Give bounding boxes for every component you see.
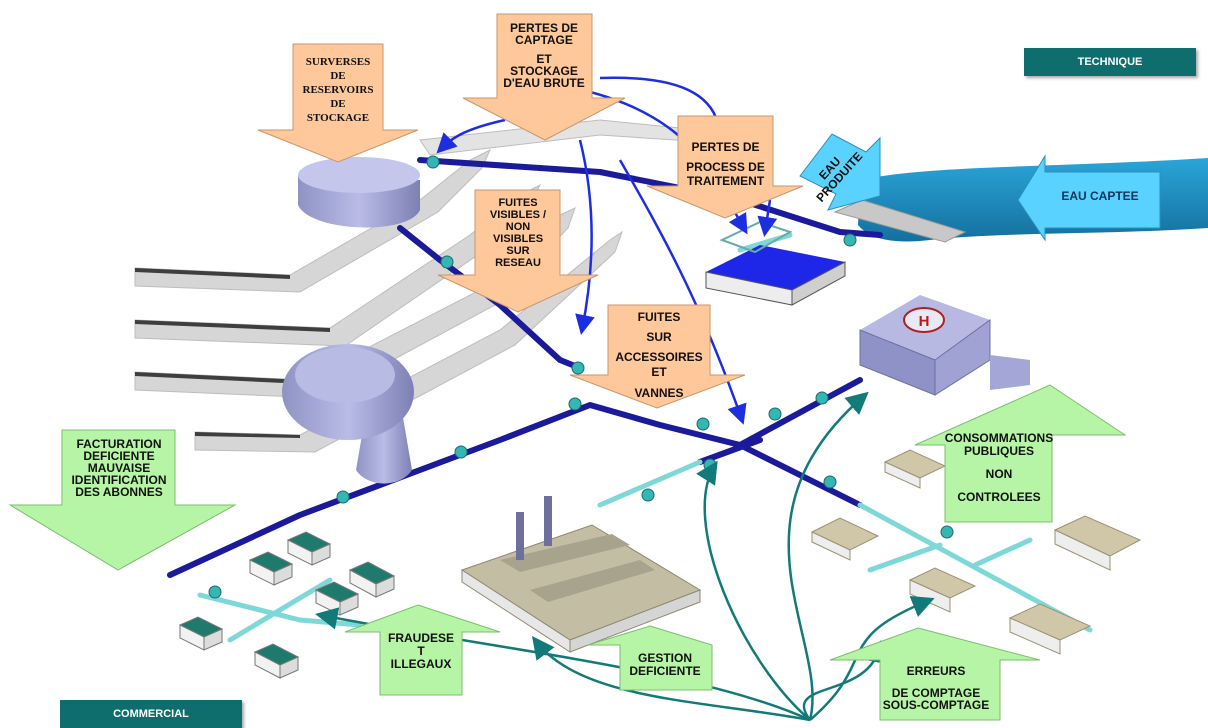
label-line: DEFICIENTE bbox=[629, 664, 701, 678]
label-fuites-reseau: FUITES VISIBLES / NON VISIBLES SUR RESEA… bbox=[470, 197, 566, 269]
label-line: SOUS-COMPTAGE bbox=[882, 698, 990, 712]
label-line: EAU CAPTEE bbox=[1061, 189, 1139, 203]
label-eau-captee: EAU CAPTEE bbox=[1045, 190, 1155, 203]
label-line: STOCKAGE bbox=[510, 64, 578, 78]
houses-beige bbox=[810, 449, 1142, 655]
label-line: NON bbox=[985, 467, 1013, 481]
label-pertes-process: PERTES DE PROCESS DE TRAITEMENT bbox=[668, 140, 783, 188]
label-line: VISIBLES / bbox=[489, 209, 547, 221]
callout-consommations bbox=[914, 384, 1127, 523]
eau-captee-arrow bbox=[1017, 154, 1161, 242]
main-pipes bbox=[167, 157, 883, 578]
label-line: CAPTAGE bbox=[515, 33, 573, 47]
water-tower bbox=[282, 344, 414, 484]
label-line: PUBLIQUES bbox=[963, 444, 1034, 458]
label-line: DE COMPTAGE bbox=[891, 686, 981, 700]
label-line: DE bbox=[330, 98, 346, 110]
eau-produite-arrow bbox=[799, 133, 881, 211]
callout-fraudes bbox=[344, 604, 501, 696]
label-facturation: FACTURATION DEFICIENTE MAUVAISE IDENTIFI… bbox=[58, 438, 180, 498]
label-pertes-captage: PERTES DE CAPTAGE ET STOCKAGE D'EAU BRUT… bbox=[490, 22, 598, 89]
loss-callouts bbox=[257, 13, 804, 409]
label-line: VANNES bbox=[634, 386, 684, 400]
houses-green-roofs bbox=[178, 531, 396, 679]
label-line: VISIBLES bbox=[492, 233, 544, 245]
label-line: ILLEGAUX bbox=[390, 657, 452, 671]
callout-gestion bbox=[587, 625, 713, 691]
label-line: FRAUDESE bbox=[387, 631, 454, 645]
label-line: PERTES DE bbox=[509, 21, 578, 35]
label-line: DES ABONNES bbox=[75, 485, 163, 499]
label-line: ET bbox=[651, 365, 667, 379]
label-line: D'EAU BRUTE bbox=[503, 76, 585, 90]
label-line: IDENTIFICATION bbox=[71, 473, 167, 487]
callout-pertes-process bbox=[646, 115, 804, 219]
treatment-plant bbox=[705, 220, 846, 306]
label-line: GESTION bbox=[637, 651, 692, 665]
intake-structure bbox=[833, 199, 967, 243]
label-line: DE bbox=[330, 70, 346, 82]
label-erreurs: ERREURS DE COMPTAGE SOUS-COMPTAGE bbox=[872, 665, 1000, 711]
label-line: CONSOMMATIONS bbox=[944, 431, 1054, 445]
label-line: SUR bbox=[646, 330, 672, 344]
label-line: T bbox=[417, 644, 425, 658]
label-line: DEFICIENTE bbox=[83, 449, 155, 463]
callout-surverses bbox=[257, 43, 419, 163]
commercial-callouts bbox=[8, 384, 1127, 721]
label-consommations: CONSOMMATIONS PUBLIQUES NON CONTROLEES bbox=[938, 432, 1060, 504]
label-line: TRAITEMENT bbox=[686, 174, 765, 188]
label-line: NON bbox=[505, 221, 531, 233]
label-gestion: GESTION DEFICIENTE bbox=[616, 652, 714, 678]
label-line: PERTES DE bbox=[691, 140, 760, 154]
hill-edges bbox=[135, 268, 330, 438]
label-line: RESERVOIRS bbox=[302, 84, 374, 96]
label-line: ET bbox=[536, 52, 552, 66]
callout-fuites-accessoires bbox=[569, 304, 746, 409]
callout-erreurs bbox=[829, 627, 1041, 721]
storage-tank bbox=[298, 157, 420, 228]
commercial-badge: COMMERCIAL bbox=[60, 700, 242, 728]
label-line: FACTURATION bbox=[76, 437, 162, 451]
label-line: FUITES bbox=[637, 310, 681, 324]
label-line: FUITES bbox=[498, 197, 538, 209]
label-line: RESEAU bbox=[495, 257, 541, 269]
callout-facturation bbox=[8, 429, 237, 571]
callout-pertes-captage bbox=[462, 13, 626, 141]
valves bbox=[208, 155, 954, 599]
callout-fuites-reseau bbox=[437, 189, 599, 313]
technique-badge: TECHNIQUE bbox=[1024, 48, 1196, 76]
label-line: MAUVAISE bbox=[87, 461, 151, 475]
label-fuites-accessoires: FUITES SUR ACCESSOIRES ET VANNES bbox=[600, 310, 718, 401]
hospital-building: H bbox=[859, 295, 1030, 396]
label-surverses: SURVERSES DE RESERVOIRS DE STOCKAGE bbox=[290, 55, 386, 125]
label-line: PROCESS DE bbox=[686, 160, 765, 174]
label-line: STOCKAGE bbox=[306, 112, 370, 124]
label-line: CONTROLEES bbox=[957, 490, 1041, 504]
industrial-building bbox=[460, 496, 702, 653]
hospital-h-mark: H bbox=[919, 313, 930, 330]
label-line: ACCESSOIRES bbox=[615, 350, 703, 364]
label-line: SURVERSES bbox=[305, 56, 371, 68]
terraced-hills bbox=[134, 119, 706, 453]
label-line: SUR bbox=[506, 245, 530, 257]
label-line: ERREURS bbox=[906, 664, 966, 678]
label-fraudes: FRAUDESE T ILLEGAUX bbox=[378, 632, 464, 671]
